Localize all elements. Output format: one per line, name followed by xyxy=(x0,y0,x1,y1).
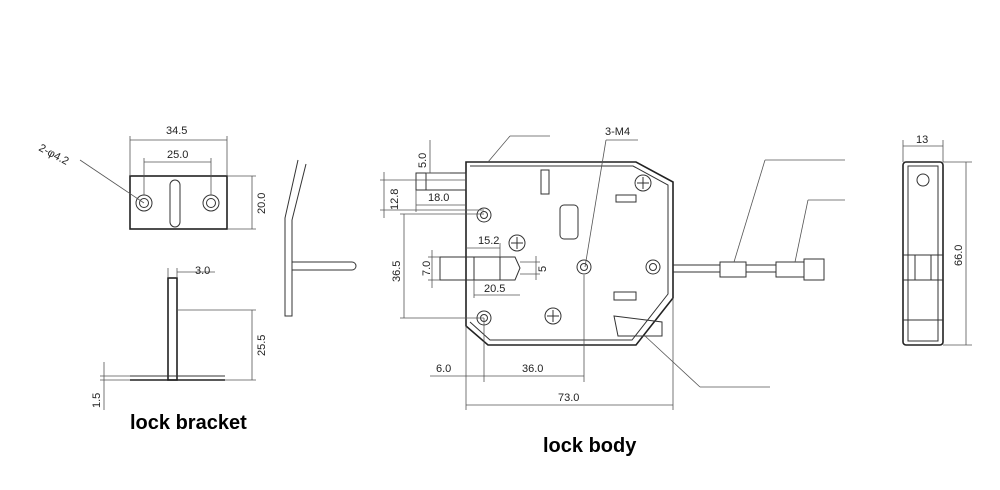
dim-bolt-height: 7.0 xyxy=(421,261,433,276)
caption-lock-body: lock body xyxy=(543,435,637,457)
dim-side-height: 66.0 xyxy=(953,245,965,266)
dim-bolt-length: 20.5 xyxy=(484,283,505,295)
dim-bracket-width: 34.5 xyxy=(166,125,187,137)
dim-body-width: 73.0 xyxy=(558,392,579,404)
dim-bracket-height: 20.0 xyxy=(256,193,268,214)
bracket-top-view xyxy=(100,268,256,410)
dim-plate-height: 12.8 xyxy=(389,189,401,210)
lock-side-view xyxy=(902,140,972,346)
dim-bracket-post-height: 25.5 xyxy=(256,335,268,356)
dim-bracket-hole-pitch: 25.0 xyxy=(167,149,188,161)
dim-bolt-step: 5 xyxy=(537,266,549,272)
dim-bracket-thickness: 3.0 xyxy=(195,265,210,277)
label-hole-spec: 2-φ4.2 xyxy=(37,142,71,168)
dim-latch-length: 18.0 xyxy=(428,192,449,204)
label-screw-spec: 3-M4 xyxy=(605,126,630,138)
lock-body-dimensions xyxy=(380,140,674,410)
dim-bracket-base: 1.5 xyxy=(91,393,103,408)
dim-center: 36.0 xyxy=(522,363,543,375)
dim-side-thickness: 13 xyxy=(916,134,928,146)
caption-lock-bracket: lock bracket xyxy=(130,412,247,434)
dim-top-offset: 5.0 xyxy=(417,153,429,168)
bracket-side-view xyxy=(284,159,357,317)
dim-overall-height: 36.5 xyxy=(391,261,403,282)
dim-latch-position: 15.2 xyxy=(478,235,499,247)
bracket-front-view xyxy=(79,136,256,230)
dim-left-offset: 6.0 xyxy=(436,363,451,375)
lock-body-front-view xyxy=(415,135,845,388)
